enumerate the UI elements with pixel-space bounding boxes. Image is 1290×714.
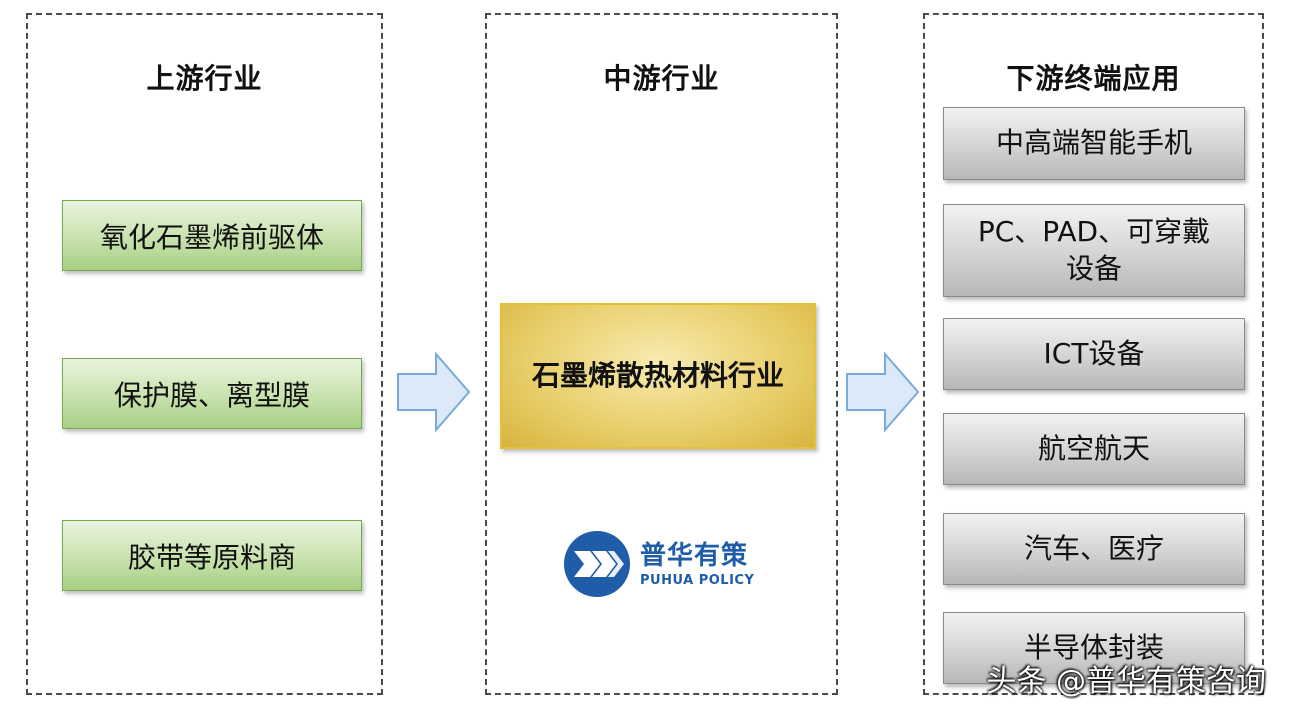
downstream-item: 汽车、医疗 (943, 513, 1245, 585)
downstream-item: 半导体封装 (943, 612, 1245, 684)
puhua-logo-icon (564, 531, 630, 597)
midstream-title: 中游行业 (603, 62, 720, 95)
downstream-item: ICT设备 (943, 318, 1245, 390)
upstream-title: 上游行业 (146, 62, 263, 95)
logo-english-text: PUHUA POLICY (640, 573, 755, 588)
midstream-box: 石墨烯散热材料行业 (500, 303, 816, 449)
upstream-panel: 上游行业 氧化石墨烯前驱体 保护膜、离型膜 胶带等原料商 (26, 13, 383, 695)
midstream-panel: 中游行业 石墨烯散热材料行业 普华有策 PUHUA POLICY (485, 13, 838, 695)
downstream-panel: 下游终端应用 中高端智能手机 PC、PAD、可穿戴设备 ICT设备 航空航天 汽… (923, 13, 1264, 695)
downstream-title: 下游终端应用 (1006, 62, 1181, 95)
downstream-item: 航空航天 (943, 413, 1245, 485)
upstream-item: 氧化石墨烯前驱体 (62, 200, 362, 271)
arrow-right-icon (846, 352, 920, 432)
watermark-text: 头条 @普华有策咨询 (986, 664, 1266, 699)
downstream-item: 中高端智能手机 (943, 107, 1245, 180)
logo-chinese-text: 普华有策 (640, 541, 749, 571)
arrow-right-icon (397, 352, 471, 432)
upstream-item: 保护膜、离型膜 (62, 358, 362, 429)
upstream-item: 胶带等原料商 (62, 520, 362, 591)
puhua-logo: 普华有策 PUHUA POLICY (562, 529, 762, 599)
downstream-item: PC、PAD、可穿戴设备 (943, 204, 1245, 297)
